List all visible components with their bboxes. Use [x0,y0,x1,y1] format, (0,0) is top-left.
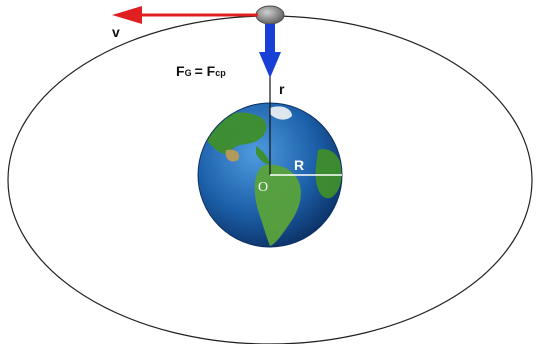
orbit-radius-label: r [279,81,285,97]
earth-radius-label: R [294,157,304,173]
velocity-label: v [112,24,120,40]
velocity-arrow [112,6,258,24]
force-equals-symbol: = F [195,63,216,79]
force-g-symbol: F [176,63,185,79]
force-cp-subscript: cp [215,68,226,78]
center-label: O [258,180,268,195]
force-arrow [259,24,281,78]
svg-text:FG= Fcp: FG= Fcp [176,63,226,79]
force-g-subscript: G [185,68,192,78]
satellite-icon [255,5,285,25]
force-equation-label: FG= Fcp [176,63,226,79]
